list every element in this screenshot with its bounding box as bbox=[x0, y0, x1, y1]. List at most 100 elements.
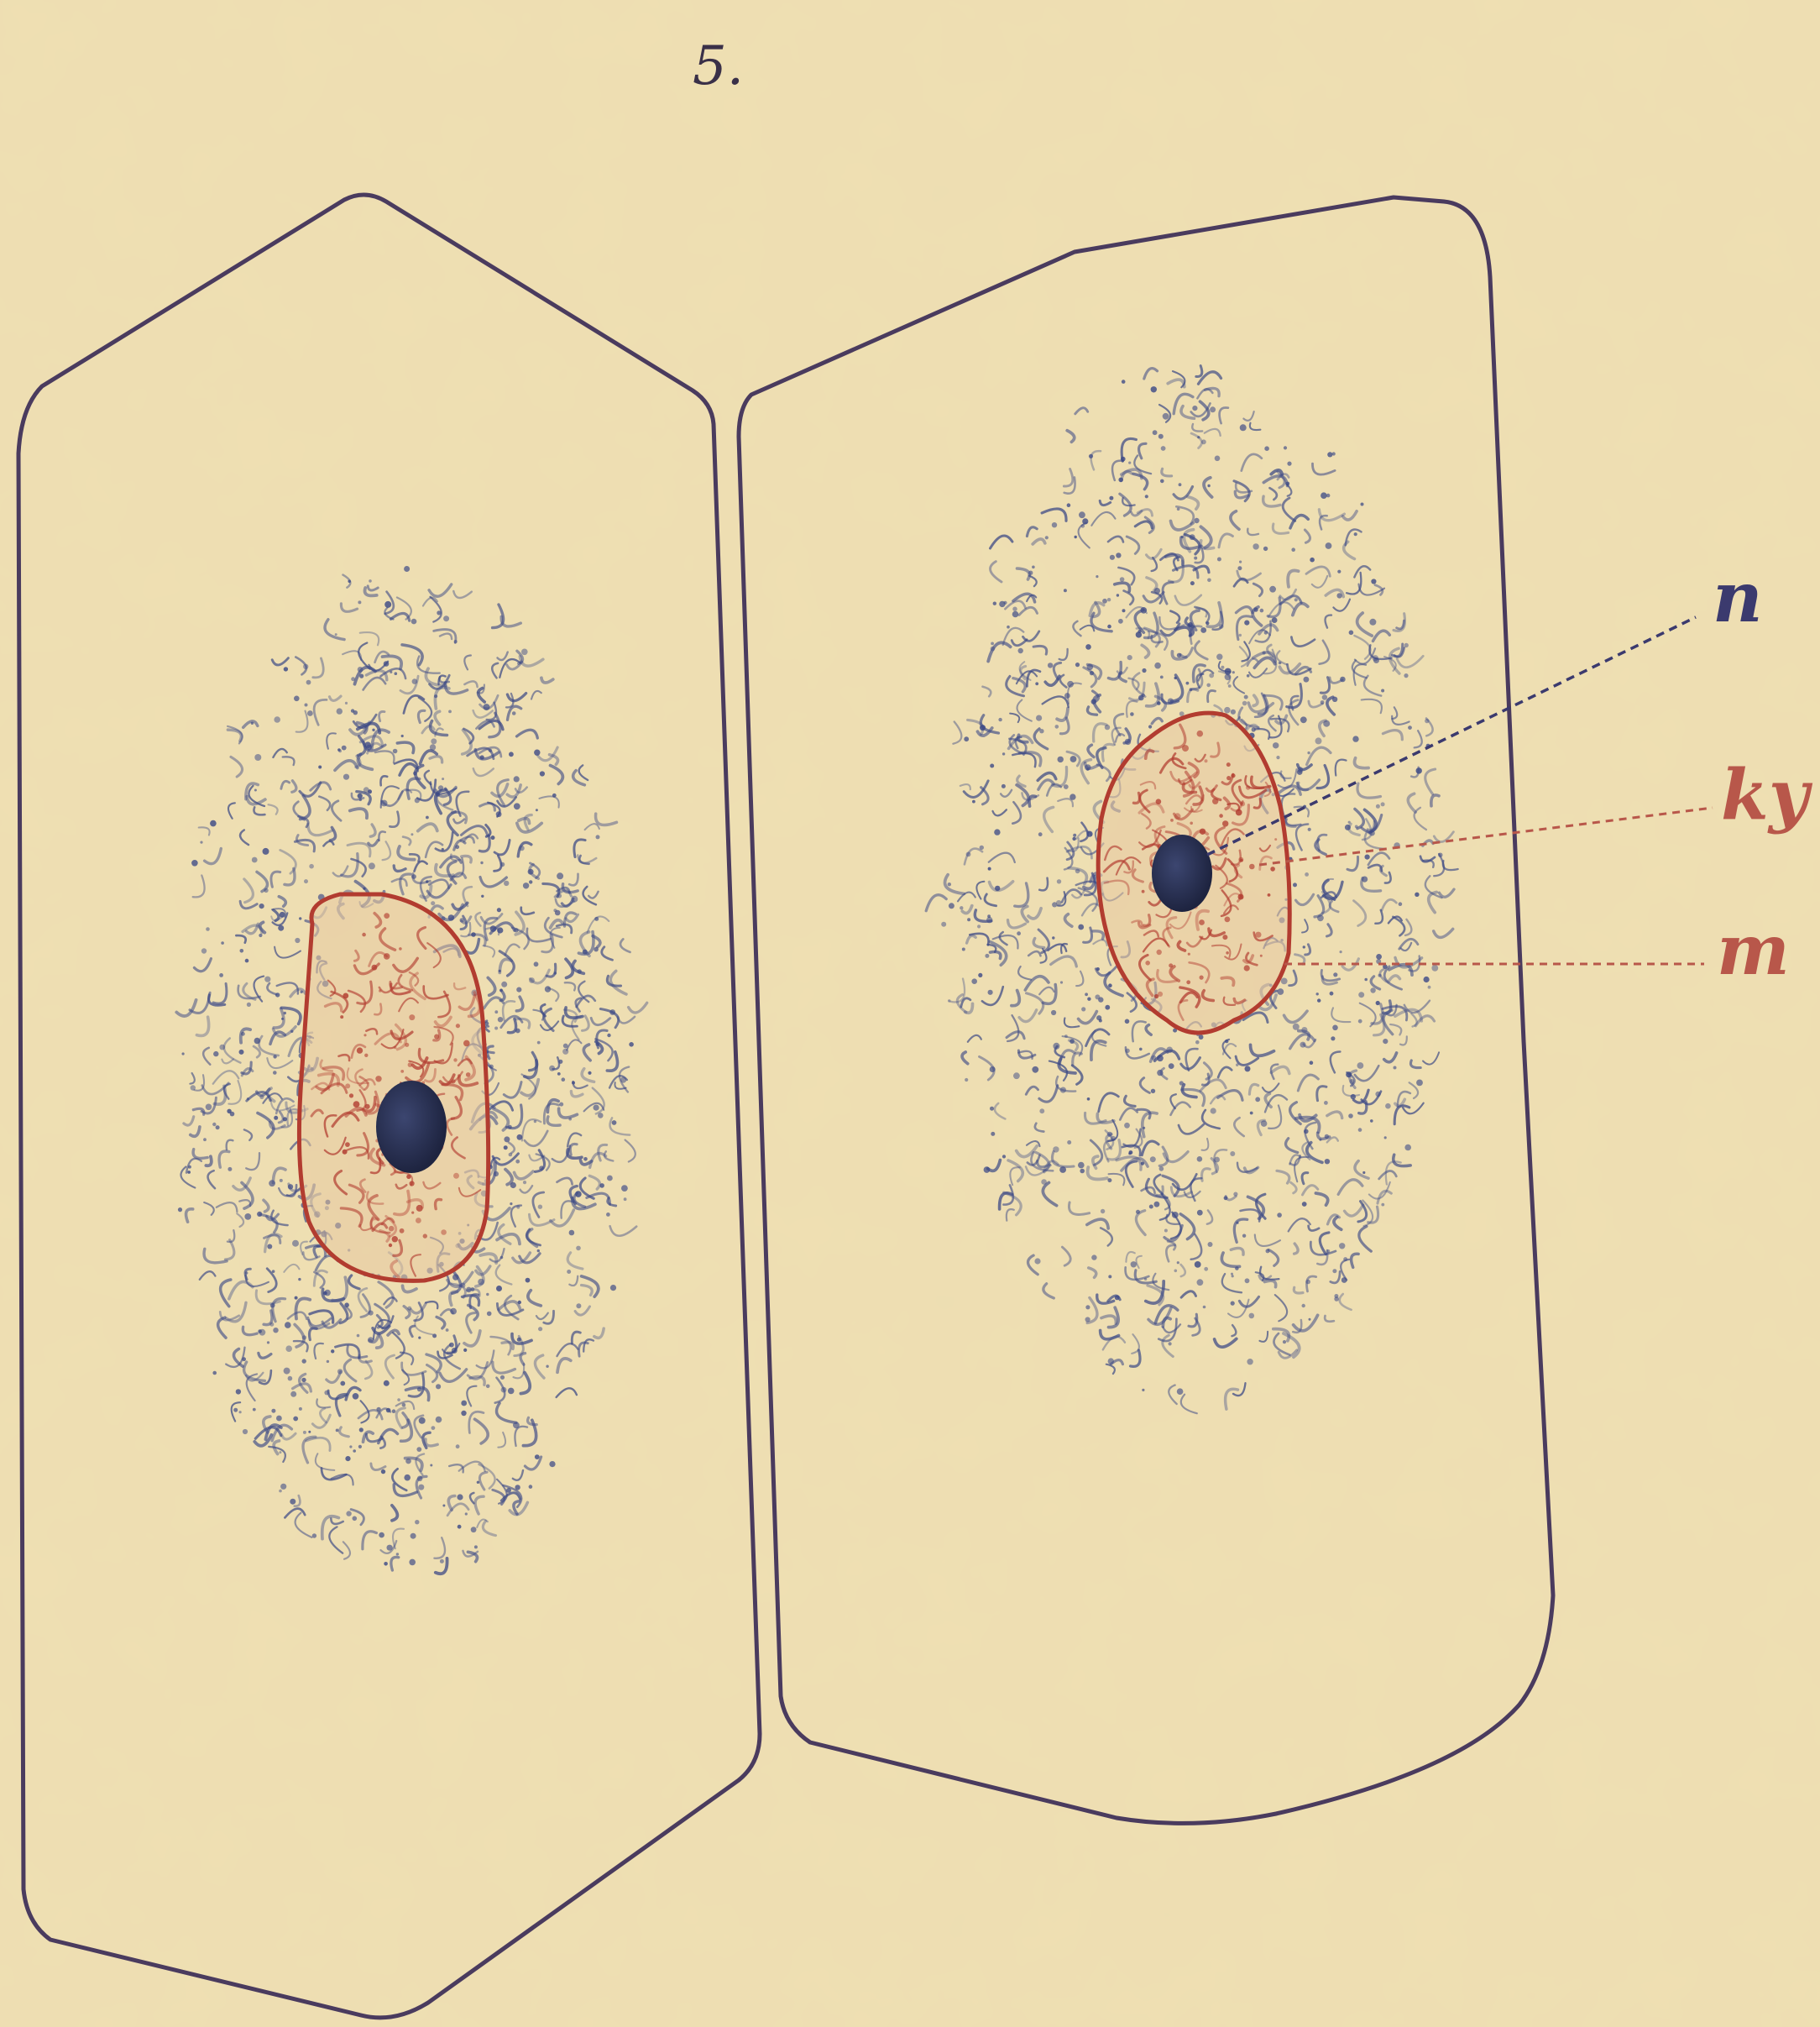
stipple-mark bbox=[1057, 879, 1061, 883]
stipple-mark bbox=[340, 1015, 343, 1019]
stipple-mark bbox=[1381, 1203, 1384, 1207]
stipple-mark bbox=[461, 1411, 466, 1416]
stipple-mark bbox=[1300, 716, 1307, 723]
stipple-mark bbox=[1326, 1249, 1330, 1253]
stipple-mark bbox=[401, 735, 404, 737]
stipple-mark bbox=[1376, 954, 1382, 960]
stipple-mark bbox=[1127, 655, 1132, 660]
stipple-mark bbox=[363, 1034, 366, 1036]
stipple-mark bbox=[990, 764, 994, 768]
stipple-mark bbox=[273, 1328, 278, 1333]
stipple-mark bbox=[453, 1058, 457, 1061]
stipple-mark bbox=[1110, 555, 1115, 560]
stipple-mark bbox=[1404, 1144, 1411, 1151]
stipple-mark bbox=[1260, 955, 1263, 957]
stipple-mark bbox=[1242, 1234, 1246, 1238]
label-n: n bbox=[1713, 558, 1763, 638]
stipple-mark bbox=[301, 1378, 306, 1382]
stipple-mark bbox=[267, 1244, 272, 1249]
stipple-mark bbox=[1309, 1318, 1311, 1321]
stipple-mark bbox=[357, 1334, 360, 1338]
stipple-mark bbox=[523, 1181, 526, 1184]
stipple-mark bbox=[965, 1078, 968, 1082]
stipple-mark bbox=[318, 766, 322, 769]
stipple-mark bbox=[509, 1153, 513, 1157]
stipple-mark bbox=[1325, 1159, 1330, 1164]
stipple-mark bbox=[1277, 1213, 1282, 1218]
stipple-mark bbox=[978, 973, 982, 977]
stipple-mark bbox=[1371, 579, 1376, 584]
stipple-mark bbox=[1190, 581, 1195, 585]
stipple-mark bbox=[1154, 663, 1161, 669]
stipple-mark bbox=[487, 1312, 492, 1317]
stipple-mark bbox=[1228, 684, 1232, 688]
stipple-mark bbox=[1108, 1275, 1111, 1278]
stipple-mark bbox=[342, 746, 347, 751]
stipple-mark bbox=[1002, 752, 1005, 755]
stipple-mark bbox=[557, 1072, 561, 1076]
stipple-mark bbox=[345, 1083, 350, 1088]
stipple-mark bbox=[1369, 619, 1376, 626]
stipple-mark bbox=[990, 1107, 994, 1111]
stipple-mark bbox=[514, 776, 520, 782]
stipple-mark bbox=[1098, 997, 1103, 1002]
stipple-mark bbox=[1151, 1089, 1155, 1093]
stipple-mark bbox=[1160, 479, 1164, 484]
stipple-mark bbox=[500, 1375, 505, 1380]
stipple-mark bbox=[1149, 1205, 1153, 1209]
stipple-mark bbox=[1157, 1070, 1163, 1076]
stipple-mark bbox=[549, 1461, 555, 1467]
stipple-mark bbox=[187, 1171, 191, 1174]
stipple-mark bbox=[1253, 607, 1258, 611]
stipple-mark bbox=[471, 1287, 475, 1291]
stipple-mark bbox=[294, 696, 300, 702]
stipple-mark bbox=[418, 1485, 424, 1490]
stipple-mark bbox=[1415, 893, 1419, 897]
stipple-mark bbox=[397, 1398, 400, 1401]
stipple-mark bbox=[1352, 736, 1358, 741]
stipple-mark bbox=[539, 1165, 544, 1171]
stipple-mark bbox=[1317, 914, 1324, 921]
stipple-mark bbox=[431, 901, 435, 905]
stipple-mark bbox=[1142, 890, 1145, 893]
stipple-mark bbox=[274, 1116, 278, 1120]
stipple-mark bbox=[1087, 664, 1094, 671]
stipple-mark bbox=[1052, 522, 1057, 527]
stipple-mark bbox=[239, 1050, 244, 1055]
stipple-mark bbox=[349, 1445, 352, 1448]
stipple-mark bbox=[553, 909, 557, 912]
stipple-mark bbox=[1012, 607, 1017, 611]
stipple-mark bbox=[1304, 1129, 1309, 1134]
stipple-mark bbox=[537, 1041, 541, 1045]
stipple-mark bbox=[1197, 436, 1200, 438]
stipple-mark bbox=[1231, 710, 1236, 715]
stipple-mark bbox=[1224, 1196, 1228, 1200]
stipple-mark bbox=[448, 710, 452, 714]
stipple-mark bbox=[384, 601, 391, 608]
stipple-mark bbox=[288, 1184, 293, 1189]
stipple-mark bbox=[1085, 993, 1088, 996]
stipple-mark bbox=[1107, 625, 1111, 629]
stipple-mark bbox=[506, 1488, 511, 1493]
stipple-mark bbox=[1129, 1150, 1133, 1155]
stipple-mark bbox=[1039, 1108, 1044, 1113]
stipple-mark bbox=[1091, 1254, 1096, 1260]
stipple-mark bbox=[411, 619, 417, 625]
stipple-mark bbox=[1222, 935, 1227, 940]
stipple-mark bbox=[353, 1101, 360, 1108]
stipple-mark bbox=[245, 959, 249, 963]
stipple-mark bbox=[1200, 829, 1205, 835]
stipple-mark bbox=[1056, 900, 1061, 905]
stipple-mark bbox=[948, 883, 951, 886]
stipple-mark bbox=[985, 954, 989, 958]
stipple-mark bbox=[390, 671, 392, 673]
stipple-mark bbox=[1194, 518, 1199, 523]
stipple-mark bbox=[1177, 1388, 1184, 1395]
stipple-mark bbox=[1013, 1072, 1020, 1079]
stipple-mark bbox=[441, 1229, 447, 1235]
stipple-mark bbox=[434, 694, 437, 698]
stipple-mark bbox=[178, 1207, 182, 1212]
stipple-mark bbox=[254, 789, 257, 792]
stipple-mark bbox=[1236, 1064, 1238, 1066]
stipple-mark bbox=[504, 881, 509, 886]
